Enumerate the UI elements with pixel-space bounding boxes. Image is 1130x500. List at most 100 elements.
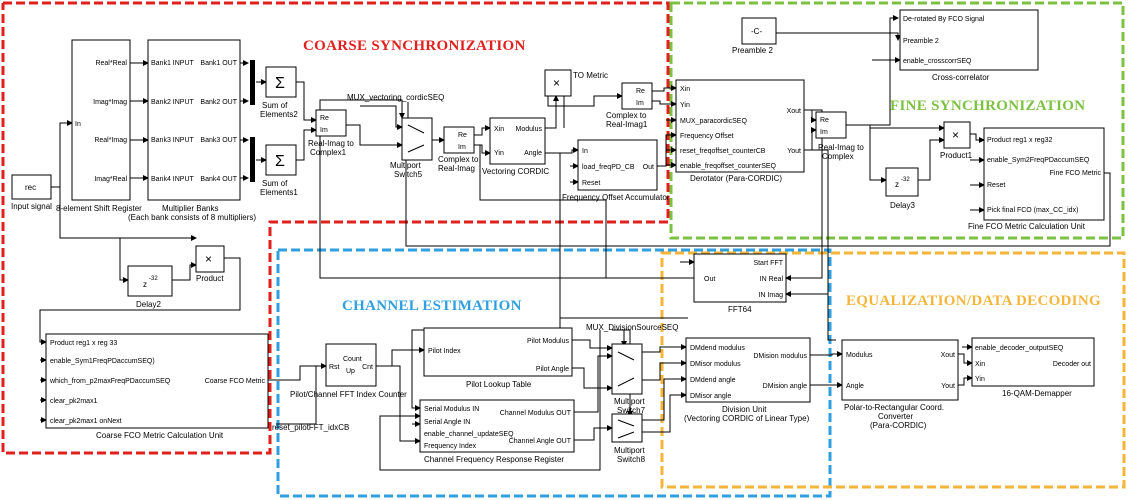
multiport-switch8-block[interactable]: Multiport Switch8 xyxy=(611,413,646,464)
sum-of-elements2-block[interactable]: Σ Sum of Elements2 xyxy=(260,66,298,119)
bank3-out-port: Bank3 OUT xyxy=(200,137,237,144)
coarse-fco-port-4: clear_pk2max1 xyxy=(50,398,98,405)
c2ri1-label2: Real-Imag1 xyxy=(606,120,648,129)
complex-to-real-imag1-block[interactable]: Re Im Complex to Real-Imag1 xyxy=(606,82,653,129)
div-label1: Division Unit xyxy=(722,405,767,414)
vectoring-cordic-block[interactable]: Xin Yin Modulus Angle Vectoring CORDIC xyxy=(482,117,549,176)
c2ri-re: Re xyxy=(458,132,467,139)
cross-correlator-block[interactable]: De-rotated By FCO Signal Preamble 2 enab… xyxy=(899,9,1039,82)
counter-reset-label: reset_pilotFFT_idxCB xyxy=(272,423,349,432)
to-metric-product-block[interactable]: × TO Metric xyxy=(544,69,608,97)
multiplier-banks-label: Multiplier Banks xyxy=(162,204,218,213)
signal-wires xyxy=(39,15,1111,471)
bank1-input-port: Bank1 INPUT xyxy=(151,60,195,67)
vec-cordic-label: Vectoring CORDIC xyxy=(482,167,549,176)
coarse-fco-port-3: which_from_p2maxFreqPDaccumSEQ xyxy=(49,378,171,385)
multiplier-banks-block[interactable]: Bank1 INPUT Bank2 INPUT Bank3 INPUT Bank… xyxy=(128,39,256,222)
qam-label: 16-QAM-Demapper xyxy=(1002,389,1072,398)
p2r-modulus: Modulus xyxy=(846,352,873,359)
delay2-block[interactable]: z -32 Delay2 xyxy=(127,265,173,309)
ri2c1-label1: Real-Imag to xyxy=(308,139,354,148)
acc-load-port: load_freqPD_CB xyxy=(582,164,635,171)
qam-demapper-block[interactable]: enable_decoder_outputSEQ Xin Yin Decoder… xyxy=(971,337,1095,398)
derotator-block[interactable]: Xin Yin MUX_paracordicSEQ Frequency Offs… xyxy=(675,79,805,183)
fine-fco-metric-block[interactable]: Product reg1 x reg32 enable_Sym2FreqPDac… xyxy=(968,127,1105,231)
input-signal-block[interactable]: rec Input signal xyxy=(11,174,52,211)
delay2-z: z xyxy=(143,280,147,289)
cfr-angle-out: Channel Angle OUT xyxy=(509,438,572,445)
channel-section-title: CHANNEL ESTIMATION xyxy=(342,298,522,314)
pilot-lookup-table-block[interactable]: Pilot Index Pilot Modulus Pilot Angle Pi… xyxy=(423,327,573,389)
mux-division-label: MUX_DivisionSourceSEQ xyxy=(586,323,678,332)
bank2-input-port: Bank2 INPUT xyxy=(151,99,195,106)
preamble-block[interactable]: -C- Preamble 2 xyxy=(732,17,777,55)
vec-cordic-yin: Yin xyxy=(494,150,504,157)
switch8-label1: Multiport xyxy=(614,446,645,455)
fft-index-counter-block[interactable]: Rst Cnt Count Up Pilot/Channel FFT Index… xyxy=(272,343,407,432)
div-dmdend-mod: DMdend modulus xyxy=(690,345,745,352)
pilot-lut-label: Pilot Lookup Table xyxy=(466,380,532,389)
fft64-block[interactable]: Start FFT IN Real IN Imag Out FFT64 xyxy=(693,253,787,314)
div-dmisor-mod: DMisor modulus xyxy=(690,361,741,368)
channel-freq-response-register-block[interactable]: Serial Modulus IN Serial Angle IN enable… xyxy=(419,399,575,464)
shift-register-port-1: Real*Real xyxy=(95,60,127,67)
fine-fco-port-4: Pick final FCO (max_CC_idx) xyxy=(987,207,1078,214)
derotator-mux: MUX_paracordicSEQ xyxy=(680,118,747,125)
equal-section-title: EQUALIZATION/DATA DECODING xyxy=(846,293,1101,309)
coarse-fco-port-5: clear_pk2max1 onNext xyxy=(50,418,122,425)
bank4-out-port: Bank4 OUT xyxy=(200,176,237,183)
p2r-yout: Yout xyxy=(941,383,955,390)
fine-fco-out: Fine FCO Metric xyxy=(1050,170,1102,177)
shift-register-label: 8-element Shift Register xyxy=(56,204,142,213)
switch5-label2: Switch5 xyxy=(394,170,423,179)
shift-register-in-port: In xyxy=(75,121,81,128)
product1-block[interactable]: × Product1 xyxy=(940,121,973,160)
real-imag-to-complex1-block[interactable]: Re Im Real-Imag to Complex1 xyxy=(308,109,354,157)
pilot-lut-angle: Pilot Angle xyxy=(536,366,569,373)
counter-cnt: Cnt xyxy=(362,364,373,371)
coarse-fco-metric-block[interactable]: Product reg1 x reg 33 enable_Sym1FreqPDa… xyxy=(45,333,269,440)
polar-to-rectangular-block[interactable]: Modulus Angle Xout Yout Polar-to-Rectang… xyxy=(841,339,959,430)
fft-start-port: Start FFT xyxy=(753,260,783,267)
real-imag-to-complex-block[interactable]: Re Im Real-Imag to Complex xyxy=(815,111,864,161)
product1-glyph: × xyxy=(952,128,959,142)
c2ri1-im: Im xyxy=(636,100,644,107)
switch5-label1: Multiport xyxy=(390,161,421,170)
sum1-glyph: Σ xyxy=(275,153,285,170)
qam-xin: Xin xyxy=(975,361,985,368)
coarse-fco-out: Coarse FCO Metric xyxy=(205,378,266,385)
xcorr-port-1: De-rotated By FCO Signal xyxy=(903,16,985,23)
ri2c-im: Im xyxy=(820,129,828,136)
p2r-angle: Angle xyxy=(846,383,864,390)
coarse-section-title: COARSE SYNCHRONIZATION xyxy=(303,38,526,54)
frequency-offset-accumulator-block[interactable]: In load_freqPD_CB Reset Out Frequency Of… xyxy=(562,139,670,202)
product-glyph: × xyxy=(205,252,212,266)
product1-label: Product1 xyxy=(940,151,973,160)
sum-of-elements1-block[interactable]: Σ Sum of Elements1 xyxy=(260,144,298,197)
product-block[interactable]: × Product xyxy=(195,245,225,283)
mux-vectoring-label: MUX_vectoring_cordicSEQ xyxy=(347,93,444,102)
equal-section-border xyxy=(660,251,1126,489)
coarse-fco-label: Coarse FCO Metric Calculation Unit xyxy=(96,431,224,440)
counter-rst: Rst xyxy=(329,364,340,371)
complex-to-real-imag-block[interactable]: Re Im Complex to Real-Imag xyxy=(438,126,479,173)
c2ri-label2: Real-Imag xyxy=(438,164,475,173)
delay3-block[interactable]: z -32 Delay3 xyxy=(885,167,919,210)
channel-section-border xyxy=(276,248,832,498)
shift-register-port-3: Real*Imag xyxy=(94,137,127,144)
bank4-input-port: Bank4 INPUT xyxy=(151,176,195,183)
mux-bar-lower xyxy=(250,137,255,182)
multiport-switch7-block[interactable]: Multiport Switch7 xyxy=(611,343,646,415)
cfr-mod-out: Channel Modulus OUT xyxy=(500,410,572,417)
qam-yin: Yin xyxy=(975,376,985,383)
derotator-yin: Yin xyxy=(680,102,690,109)
division-unit-block[interactable]: DMdend modulus DMisor modulus DMdend ang… xyxy=(684,337,811,423)
p2r-label1: Polar-to-Rectangular Coord. xyxy=(844,403,944,412)
multiport-switch5-block[interactable]: Multiport Switch5 xyxy=(390,117,433,179)
fft-out-port: Out xyxy=(704,276,715,283)
shift-register-port-2: Imag*Imag xyxy=(93,99,127,106)
counter-label: Pilot/Channel FFT Index Counter xyxy=(290,390,407,399)
pilot-lut-modulus: Pilot Modulus xyxy=(527,338,570,345)
xcorr-label: Cross-correlator xyxy=(932,73,990,82)
shift-register-block[interactable]: In Real*Real Imag*Imag Real*Imag Imag*Re… xyxy=(56,39,142,213)
